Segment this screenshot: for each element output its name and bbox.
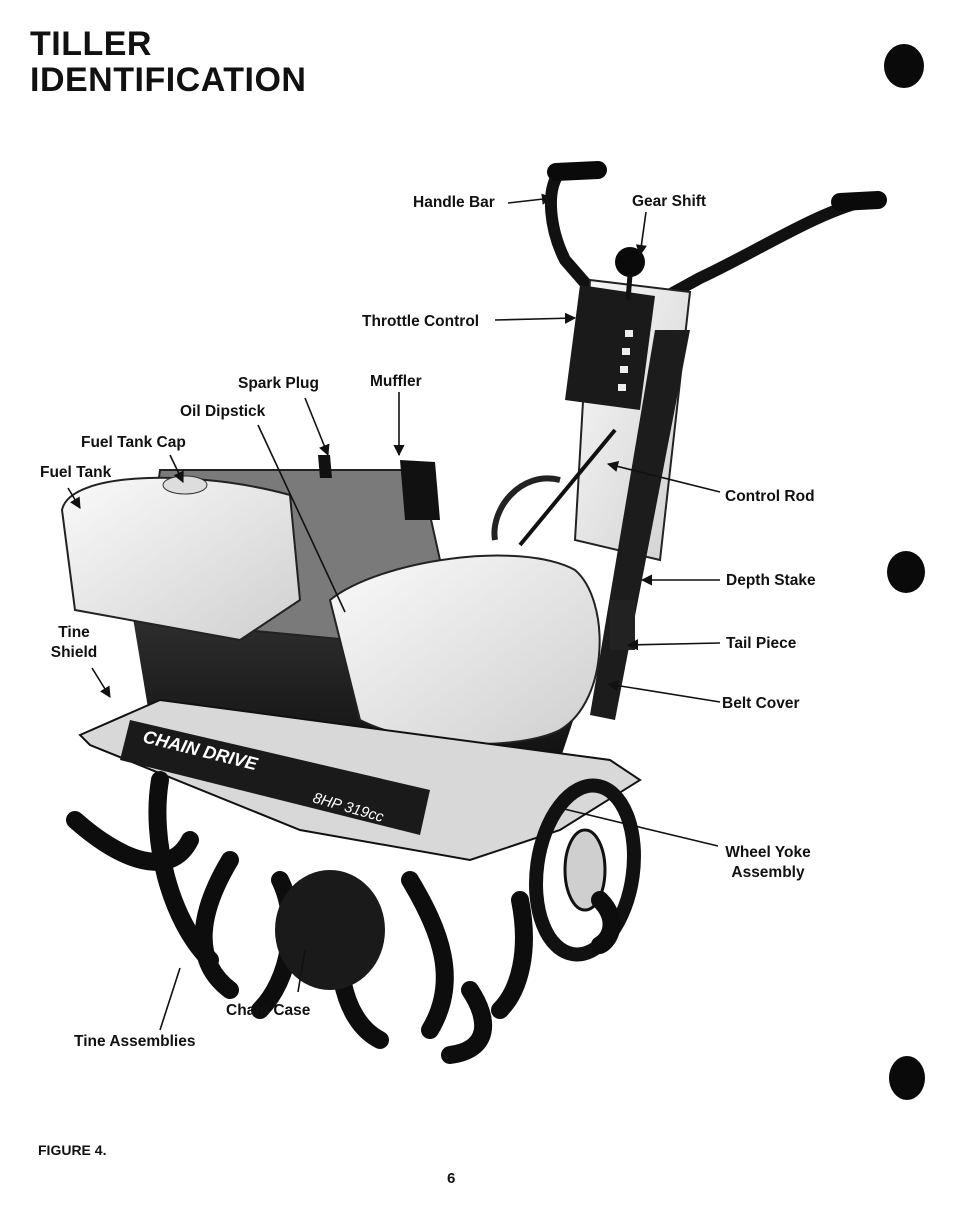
figure-caption: FIGURE 4.	[38, 1142, 107, 1158]
label-tine-assemblies: Tine Assemblies	[74, 1033, 196, 1050]
label-depth-stake: Depth Stake	[726, 572, 816, 589]
handle-grips	[547, 161, 887, 211]
label-wheel-yoke-line-2: Assembly	[731, 864, 805, 881]
label-tine-shield: Tine Shield	[44, 623, 104, 663]
name-panel	[120, 720, 430, 835]
label-handle-bar: Handle Bar	[413, 194, 495, 211]
wheel	[529, 778, 641, 962]
fuel-tank-body	[60, 476, 302, 642]
page-title-line-1: TILLER	[30, 25, 152, 63]
muffler-body	[400, 460, 440, 520]
label-muffler: Muffler	[370, 373, 422, 390]
leader-lines	[67, 193, 721, 1031]
label-tine-shield-line-1: Tine	[58, 624, 90, 641]
label-gear-shift: Gear Shift	[632, 193, 707, 210]
tail-piece	[610, 600, 635, 650]
label-wheel-yoke-assembly: Wheel Yoke Assembly	[718, 843, 818, 883]
label-throttle-control: Throttle Control	[362, 313, 480, 330]
binder-hole-middle	[887, 551, 925, 593]
panel-indicators	[618, 330, 633, 391]
page-title-line-2: IDENTIFICATION	[30, 61, 307, 99]
label-fuel-tank: Fuel Tank	[40, 464, 112, 481]
label-fuel-tank-cap: Fuel Tank Cap	[81, 434, 186, 451]
chain-case-shape	[275, 870, 385, 990]
control-panel	[565, 285, 655, 410]
fuel-tank-cap-shape	[162, 475, 208, 495]
page-title: TILLER IDENTIFICATION	[30, 26, 306, 98]
label-belt-cover: Belt Cover	[722, 695, 800, 712]
belt-cover-shape	[328, 554, 601, 745]
label-control-rod: Control Rod	[725, 488, 815, 505]
label-chain-case: Chain Case	[226, 1002, 311, 1019]
page-number: 6	[447, 1170, 456, 1187]
label-tine-shield-line-2: Shield	[50, 644, 98, 661]
control-rod	[518, 428, 617, 547]
label-tail-piece: Tail Piece	[726, 635, 797, 652]
label-oil-dipstick: Oil Dipstick	[180, 403, 266, 420]
binder-hole-bottom	[889, 1056, 925, 1100]
label-wheel-yoke-line-1: Wheel Yoke	[725, 844, 811, 861]
label-spark-plug: Spark Plug	[238, 375, 319, 392]
binder-hole-top	[884, 44, 924, 88]
